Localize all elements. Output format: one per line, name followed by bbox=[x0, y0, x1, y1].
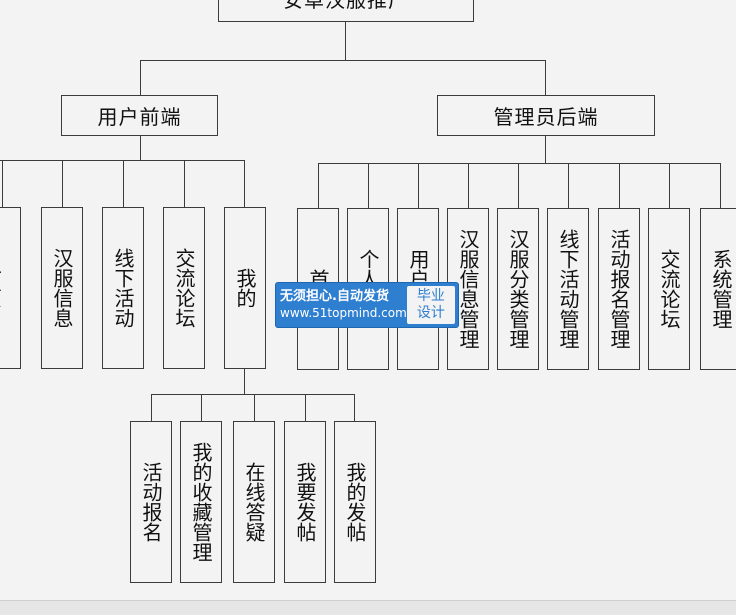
watermark-text: 无须担心.自动发货 www.51topmind.com bbox=[276, 283, 407, 327]
mine-module-my-posts-label: 我的发帖 bbox=[343, 462, 367, 542]
mine-module-online-qa-label: 在线答疑 bbox=[242, 462, 266, 542]
admin-module-system-management: 系统管理 bbox=[700, 208, 736, 370]
connector-mine-drop-5 bbox=[354, 394, 355, 422]
admin-module-hanfu-category-management: 汉服分类管理 bbox=[497, 208, 539, 370]
connector-mine-drop-3 bbox=[254, 394, 255, 422]
user-module-hanfu-info-label: 汉服信息 bbox=[50, 248, 74, 328]
mine-module-activity-signup-label: 活动报名 bbox=[139, 462, 163, 542]
connector-user-drop-2 bbox=[62, 160, 63, 208]
connector-admin-drop-3 bbox=[418, 163, 419, 209]
user-module-home: 首页 bbox=[0, 207, 21, 369]
connector-admin-drop-7 bbox=[619, 163, 620, 209]
connector-mine-down bbox=[244, 368, 245, 395]
mine-module-favorites: 我的收藏管理 bbox=[180, 421, 222, 583]
connector-mine-bar bbox=[151, 394, 355, 395]
connector-admin-drop-1 bbox=[318, 163, 319, 209]
connector-user-bar bbox=[0, 160, 245, 161]
admin-module-offline-activity-management-label: 线下活动管理 bbox=[556, 229, 580, 349]
user-module-offline-activity-label: 线下活动 bbox=[111, 248, 135, 328]
connector-admin-up bbox=[545, 60, 546, 96]
connector-mine-drop-1 bbox=[151, 394, 152, 422]
connector-root-down bbox=[345, 21, 346, 61]
watermark-line2: www.51topmind.com bbox=[280, 306, 407, 320]
connector-mine-drop-4 bbox=[305, 394, 306, 422]
connector-user-drop-4 bbox=[184, 160, 185, 208]
root-node: 安卓汉服推广 bbox=[218, 0, 474, 22]
watermark-line1: 无须担心.自动发货 bbox=[280, 289, 389, 304]
user-module-forum-label: 交流论坛 bbox=[172, 248, 196, 328]
watermark-badge-top: 毕业 bbox=[416, 288, 445, 304]
connector-level1-bar bbox=[140, 60, 546, 61]
admin-backend-node: 管理员后端 bbox=[437, 95, 655, 136]
connector-admin-drop-9 bbox=[720, 163, 721, 209]
admin-module-system-management-label: 系统管理 bbox=[709, 249, 733, 329]
mine-module-post-label: 我要发帖 bbox=[293, 462, 317, 542]
connector-admin-bar bbox=[318, 163, 721, 164]
connector-admin-drop-5 bbox=[518, 163, 519, 209]
root-node-label: 安卓汉服推广 bbox=[283, 0, 409, 12]
connector-user-drop-1 bbox=[2, 160, 3, 208]
bottom-scroll-strip bbox=[0, 600, 736, 615]
admin-module-forum: 交流论坛 bbox=[648, 208, 690, 370]
user-module-offline-activity: 线下活动 bbox=[102, 207, 144, 369]
connector-user-drop-5 bbox=[244, 160, 245, 208]
user-frontend-node: 用户前端 bbox=[61, 95, 218, 136]
connector-mine-drop-2 bbox=[201, 394, 202, 422]
connector-user-down bbox=[140, 135, 141, 161]
admin-module-hanfu-category-management-label: 汉服分类管理 bbox=[506, 229, 530, 349]
admin-module-hanfu-info-management-label: 汉服信息管理 bbox=[456, 229, 480, 349]
connector-admin-drop-2 bbox=[368, 163, 369, 209]
mine-module-online-qa: 在线答疑 bbox=[233, 421, 275, 583]
watermark-banner: 无须担心.自动发货 www.51topmind.com 毕业 设计 bbox=[276, 283, 458, 327]
user-frontend-label: 用户前端 bbox=[97, 105, 182, 129]
user-module-mine-label: 我的 bbox=[233, 268, 257, 308]
connector-admin-down bbox=[545, 135, 546, 164]
mine-module-my-posts: 我的发帖 bbox=[334, 421, 376, 583]
user-module-forum: 交流论坛 bbox=[163, 207, 205, 369]
admin-module-forum-label: 交流论坛 bbox=[657, 249, 681, 329]
user-module-home-label: 首页 bbox=[0, 268, 3, 308]
admin-backend-label: 管理员后端 bbox=[493, 105, 599, 129]
user-module-mine: 我的 bbox=[224, 207, 266, 369]
connector-admin-drop-6 bbox=[568, 163, 569, 209]
admin-module-signup-management: 活动报名管理 bbox=[598, 208, 640, 370]
mine-module-favorites-label: 我的收藏管理 bbox=[189, 442, 213, 562]
connector-admin-drop-4 bbox=[468, 163, 469, 209]
admin-module-signup-management-label: 活动报名管理 bbox=[607, 229, 631, 349]
watermark-badge-bottom: 设计 bbox=[416, 305, 445, 321]
connector-admin-drop-8 bbox=[669, 163, 670, 209]
admin-module-offline-activity-management: 线下活动管理 bbox=[547, 208, 589, 370]
mine-module-post: 我要发帖 bbox=[284, 421, 326, 583]
watermark-badge: 毕业 设计 bbox=[406, 286, 455, 324]
mine-module-activity-signup: 活动报名 bbox=[130, 421, 172, 583]
connector-user-up bbox=[140, 60, 141, 96]
connector-user-drop-3 bbox=[123, 160, 124, 208]
user-module-hanfu-info: 汉服信息 bbox=[41, 207, 83, 369]
